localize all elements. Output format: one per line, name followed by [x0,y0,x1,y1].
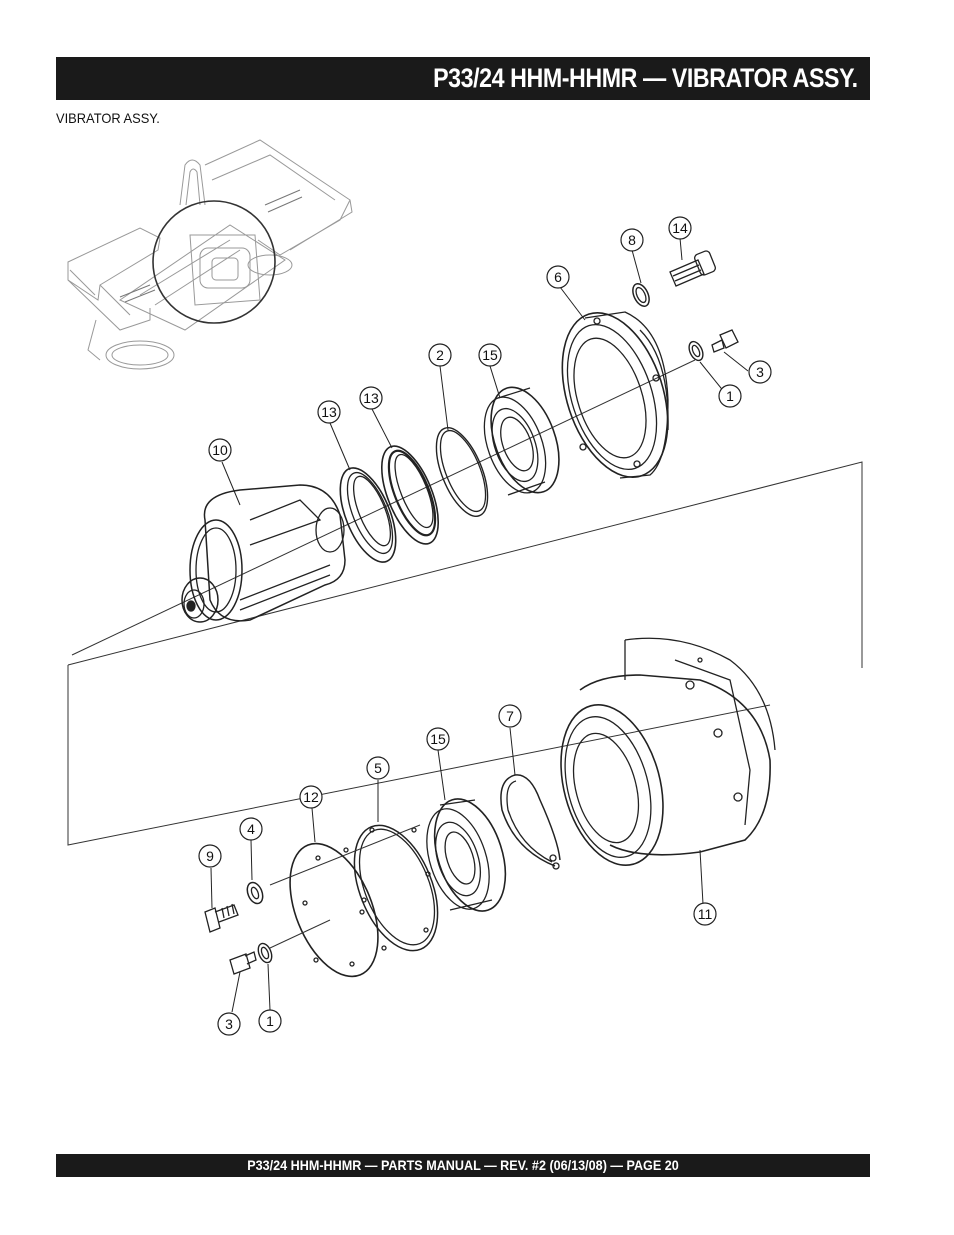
part-6-housing-cover [561,311,669,479]
svg-text:6: 6 [554,269,562,285]
part-14-cap-screw [669,250,716,287]
callout-6: 6 [546,265,570,289]
callout-15-lower: 15 [426,727,450,751]
part-7-retaining-ring [500,774,561,870]
callout-9: 9 [198,844,222,868]
upper-center-axis [71,359,696,656]
svg-text:15: 15 [430,731,446,747]
svg-text:11: 11 [698,906,713,922]
leader-lines [210,237,749,1013]
callout-13-b: 13 [359,386,383,410]
svg-text:2: 2 [436,347,444,363]
detail-magnifier-circle [152,200,276,324]
part-2-o-ring [435,427,489,517]
svg-text:13: 13 [321,404,337,420]
part-15-bearing-upper [483,386,560,496]
callout-1-upper: 1 [718,384,742,408]
svg-text:8: 8 [628,232,636,248]
bracket-line-right [67,461,863,668]
callout-5: 5 [366,756,390,780]
callout-7: 7 [498,704,522,728]
callout-11: 11 [693,902,717,926]
svg-text:10: 10 [212,442,228,458]
part-1-washer-lower [257,942,273,964]
bracket-line-left [67,665,771,846]
svg-text:5: 5 [374,760,382,776]
part-5-gasket [353,824,439,952]
part-8-lock-washer [632,282,650,308]
svg-text:3: 3 [225,1016,233,1032]
callout-8: 8 [620,228,644,252]
svg-text:12: 12 [303,789,319,805]
page-footer-bar: P33/24 HHM-HHMR — PARTS MANUAL — REV. #2… [56,1154,870,1177]
callout-14: 14 [668,216,692,240]
callout-13-a: 13 [317,400,341,424]
part-13-seal-b [380,445,440,545]
section-subtitle: VIBRATOR ASSY. [56,110,160,126]
part-3-bolt-upper [711,329,739,353]
svg-text:3: 3 [756,364,764,380]
page-footer: P33/24 HHM-HHMR — PARTS MANUAL — REV. #2… [247,1157,679,1173]
machine-overview [67,139,353,370]
svg-text:14: 14 [672,220,688,236]
callout-10: 10 [208,438,232,462]
part-12-cover-plate [289,842,379,978]
page-title: P33/24 HHM-HHMR — VIBRATOR ASSY. [433,63,859,93]
svg-text:9: 9 [206,848,214,864]
svg-text:4: 4 [247,821,255,837]
callout-3-lower: 3 [217,1012,241,1036]
callout-3-upper: 3 [748,360,772,384]
svg-text:7: 7 [506,708,514,724]
part-3-bolt-lower [229,951,257,975]
callout-4: 4 [239,817,263,841]
callout-1-lower: 1 [258,1009,282,1033]
svg-text:1: 1 [266,1013,274,1029]
part-10-eccentric-shaft [181,484,346,623]
svg-text:1: 1 [726,388,734,404]
part-4-washer [246,881,264,905]
part-15-bearing-lower [426,798,507,912]
part-1-washer-upper [688,340,704,362]
svg-text:15: 15 [482,347,498,363]
part-11-vibrator-housing [560,637,776,866]
callout-15-upper: 15 [478,343,502,367]
svg-text:13: 13 [363,390,379,406]
page-title-bar: P33/24 HHM-HHMR — VIBRATOR ASSY. [56,57,870,100]
callout-12: 12 [299,785,323,809]
callout-2: 2 [428,343,452,367]
callouts: 8 14 6 2 15 13 13 10 3 1 7 15 5 12 4 [198,216,772,1036]
part-9-bolt [204,903,239,933]
